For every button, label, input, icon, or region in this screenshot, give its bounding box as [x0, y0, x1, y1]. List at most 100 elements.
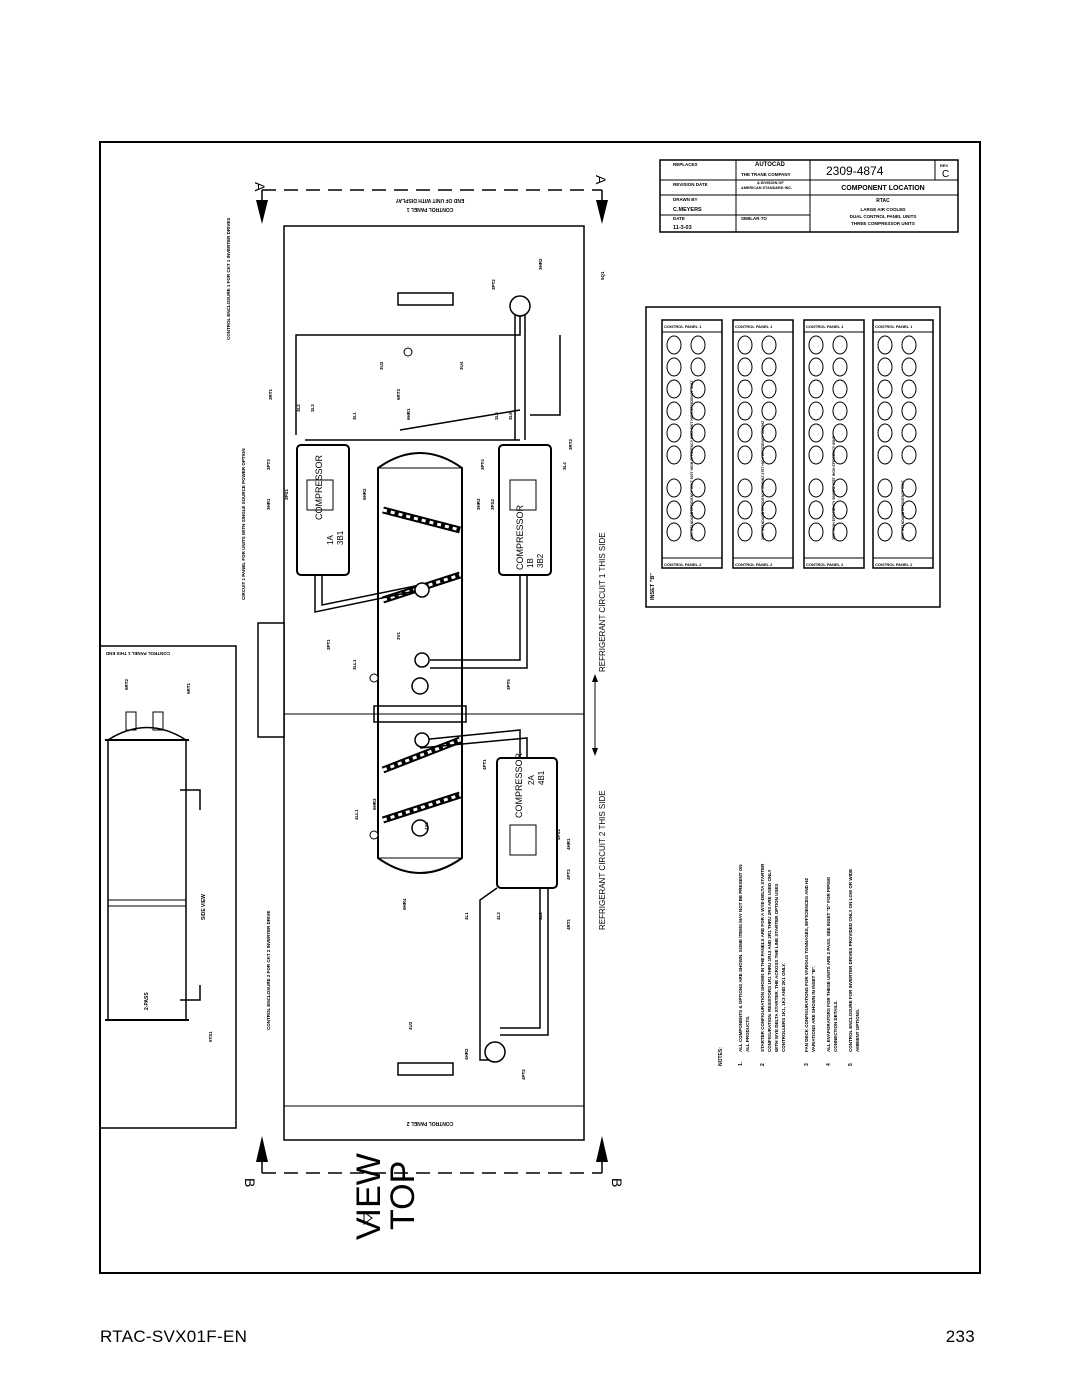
note-text: VARIATIONS ARE SHOWN IN INSET "B".: [811, 966, 816, 1052]
revision-date-label: REVISION DATE: [673, 182, 708, 187]
desc-line2: DUAL CONTROL PANEL UNITS: [850, 214, 917, 219]
component-tag: 3RT2: [568, 438, 573, 450]
note-text: CONFIGURATION. RESISTORS 1R1 THRU 1R13 A…: [767, 869, 772, 1052]
component-tag: 3U4: [459, 361, 464, 370]
fan-symbol: [737, 335, 753, 355]
component-tag: 4L2: [538, 912, 543, 920]
fan-symbol: [877, 357, 893, 377]
inset-panel: CONTROL PANEL 1 CONTROL PANEL 2 350T STAND…: [872, 319, 934, 569]
inset-panel-bottom-label: CONTROL PANEL 2: [735, 562, 773, 567]
note-number: 3: [804, 1063, 810, 1066]
component-tag: 3HR1: [266, 498, 271, 510]
fan-symbol: [761, 478, 777, 498]
fan-symbol: [690, 500, 706, 520]
enclosure-1-note: CONTROL ENCLOSURE 1 FOR CKT 1 INVERTER D…: [226, 218, 231, 340]
component-tag: 3PT1: [326, 639, 331, 650]
fan-symbol: [808, 357, 824, 377]
component-tag: 4RT1: [566, 918, 571, 930]
component-tag: 3L2: [296, 404, 301, 412]
notes: NOTES: 1.ALL COMPONENTS & OPTIONS ARE SH…: [718, 863, 860, 1066]
view-title: VIEW TOP: [350, 1153, 422, 1240]
drawing-border: [99, 141, 981, 1274]
side-tag: 6TS1: [208, 1031, 213, 1042]
rev-value: C: [942, 169, 949, 180]
side-pass-label: 2-PASS: [144, 992, 150, 1010]
desc-line1: LARGE AIR COOLED: [860, 207, 906, 212]
desc-line3: THREE COMPRESSOR UNITS: [851, 221, 915, 226]
fan-symbol: [808, 478, 824, 498]
section-cut-b: B B: [242, 1136, 625, 1187]
fan-symbol: [761, 423, 777, 443]
rev-label: REV: [940, 163, 949, 168]
component-tag: 3PT5: [506, 679, 511, 690]
unit-top-view: CONTROL PANEL 2 CONTROL PANEL 1 END OF U…: [226, 197, 607, 1141]
drawing-number: 2309-4874: [826, 164, 884, 178]
section-b-right: B: [609, 1178, 625, 1187]
component-tag: 3PS1: [284, 488, 289, 500]
fan-symbol: [761, 379, 777, 399]
drawn-by-label: DRAWN BY: [673, 197, 698, 202]
fan-symbol: [832, 445, 848, 465]
section-b-left: B: [242, 1178, 258, 1187]
fan-symbol: [761, 335, 777, 355]
fan-symbol: [690, 379, 706, 399]
component-tag: 3LL1: [352, 659, 357, 670]
drawn-by-value: C.MEYERS: [673, 207, 702, 213]
inset-panel-bottom-label: CONTROL PANEL 2: [806, 562, 844, 567]
component-tag: 3L1: [352, 412, 357, 420]
drawing-title: COMPONENT LOCATION: [841, 185, 924, 192]
component-tag: 3PT4: [480, 459, 485, 470]
circuit-1-label: REFRIGERANT CIRCUIT 1 THIS SIDE: [598, 532, 607, 672]
fan-symbol: [737, 423, 753, 443]
date-value: 11-3-03: [673, 225, 692, 231]
fan-symbol: [877, 522, 893, 542]
fan-symbol: [877, 423, 893, 443]
fan-symbol: [737, 478, 753, 498]
section-a-left: A: [252, 182, 268, 192]
component-tag: 4PT2: [521, 1069, 526, 1080]
component-tag: 3V1: [396, 631, 401, 640]
note-text: CONNECTION DETAILS.: [833, 1000, 838, 1052]
fan-symbol: [690, 445, 706, 465]
fan-symbol: [832, 522, 848, 542]
fan-symbol: [808, 522, 824, 542]
fan-symbol: [877, 500, 893, 520]
component-tag: 6HR2: [362, 488, 367, 500]
inset-panel-top-label: CONTROL PANEL 1: [664, 324, 702, 329]
component-tag: 3PT3: [266, 459, 271, 470]
component-tag: 3L4: [562, 462, 567, 470]
component-tag: 3HR3: [476, 498, 481, 510]
compressor-1b-id: 1B: [526, 558, 535, 568]
component-tag: 5Q1: [600, 271, 605, 280]
inset-label: INSET "B": [650, 573, 656, 600]
fan-symbol: [808, 445, 824, 465]
inset-panel-bottom-label: CONTROL PANEL 2: [875, 562, 913, 567]
note-text: CONTROLLERS 1K1, 1K3 AND 2K1 ONLY.: [781, 963, 786, 1052]
inset-config-label: 350T STANDARD EFFICIENCY 60HZ: [901, 480, 905, 540]
fan-symbol: [761, 357, 777, 377]
enclosure-2-note: CONTROL ENCLOSURE 2 FOR CKT 2 INVERTER D…: [266, 911, 271, 1030]
compressor-1b-name: COMPRESSOR: [515, 504, 525, 570]
compressor-1a-name: COMPRESSOR: [314, 454, 324, 520]
inset-panel-top-label: CONTROL PANEL 1: [875, 324, 913, 329]
component-tag: 3RT1: [268, 388, 273, 400]
note-text: ALL PRODUCTS.: [745, 1016, 750, 1052]
inset-config-label: 300T STANDARD EFFICIENCY 50/60HZ 275T HI…: [761, 420, 765, 540]
page-number: 233: [945, 1327, 975, 1346]
fan-symbol: [877, 401, 893, 421]
side-control-label: CONTROL PANEL 1 THIS END: [105, 651, 170, 656]
fan-symbol: [877, 335, 893, 355]
note-text: WITH WYE DELTA STARTER. THE ACROSS THE L…: [774, 884, 779, 1052]
fan-symbol: [666, 500, 682, 520]
fan-symbol: [901, 478, 917, 498]
component-tag: 4PT3: [566, 869, 571, 880]
component-tag: 6HR3: [372, 798, 377, 810]
fan-symbol: [690, 522, 706, 542]
note-number: 5: [848, 1063, 854, 1066]
fan-symbol: [808, 500, 824, 520]
notes-heading: NOTES:: [718, 1047, 724, 1066]
